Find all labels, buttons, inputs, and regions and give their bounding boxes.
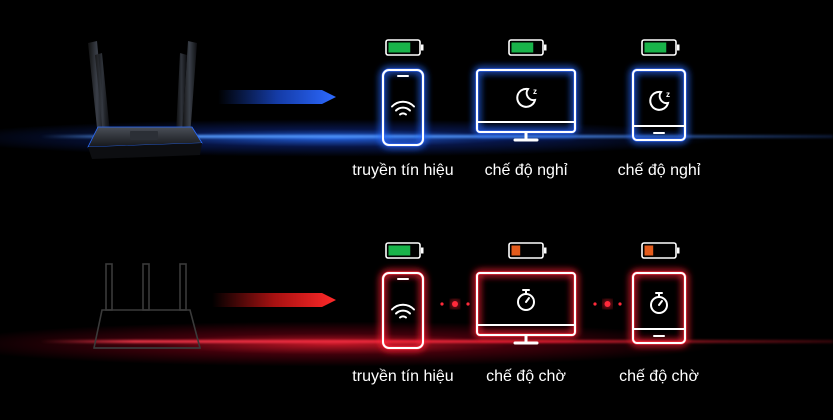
row2-tablet-stopwatch-icon [650, 292, 668, 314]
row2-phone-battery-icon [385, 242, 424, 259]
row1-phone-wifi-icon [391, 100, 415, 116]
row1-monitor-moon-sleep-icon: z [516, 87, 537, 108]
blue-signal-arrow [218, 90, 336, 104]
svg-text:z: z [533, 87, 537, 96]
row2-connector-dots-2 [593, 301, 622, 307]
row2-phone-wifi-icon [391, 303, 415, 319]
row1-tablet-moon-sleep-icon: z [649, 90, 670, 111]
row2-monitor-label: chế độ chờ [486, 368, 566, 385]
red-signal-arrow [212, 293, 336, 307]
row2-phone-device-icon [381, 271, 425, 350]
row1-monitor-device-icon: z [475, 68, 577, 142]
row1-phone-label: truyền tín hiệu [352, 162, 454, 179]
row2-tablet-device-icon [631, 271, 687, 345]
row2-phone-label: truyền tín hiệu [352, 368, 454, 385]
row1-monitor-battery-fill [511, 42, 534, 53]
row2-tablet-battery-fill [644, 245, 654, 256]
row2-phone-battery-fill [388, 245, 411, 256]
blue-floor-line [40, 135, 833, 138]
row2-tablet-label: chế độ chờ [619, 368, 699, 385]
row2-connector-dots-1 [440, 301, 470, 307]
red-floor-glow [0, 320, 833, 380]
row2-monitor-battery-fill [511, 245, 521, 256]
row1-phone-device-icon [381, 68, 425, 147]
row2-monitor-battery-icon [508, 242, 547, 259]
modern-router-icon [87, 41, 203, 159]
red-floor-line [40, 340, 833, 343]
row2-monitor-device-icon [475, 271, 577, 345]
device-row-2 [381, 242, 687, 350]
svg-text:z: z [666, 90, 670, 99]
row1-monitor-battery-icon [508, 39, 547, 56]
row1-tablet-battery-icon [641, 39, 680, 56]
row1-monitor-label: chế độ nghỉ [484, 162, 568, 179]
row2-monitor-stopwatch-icon [517, 289, 535, 311]
legacy-router-outline-icon [93, 263, 202, 349]
row1-tablet-battery-fill [644, 42, 667, 53]
row1-phone-battery-fill [388, 42, 411, 53]
row1-tablet-label: chế độ nghỉ [617, 162, 701, 179]
row1-phone-battery-icon [385, 39, 424, 56]
row2-tablet-battery-icon [641, 242, 680, 259]
row1-tablet-device-icon: z [631, 68, 687, 142]
